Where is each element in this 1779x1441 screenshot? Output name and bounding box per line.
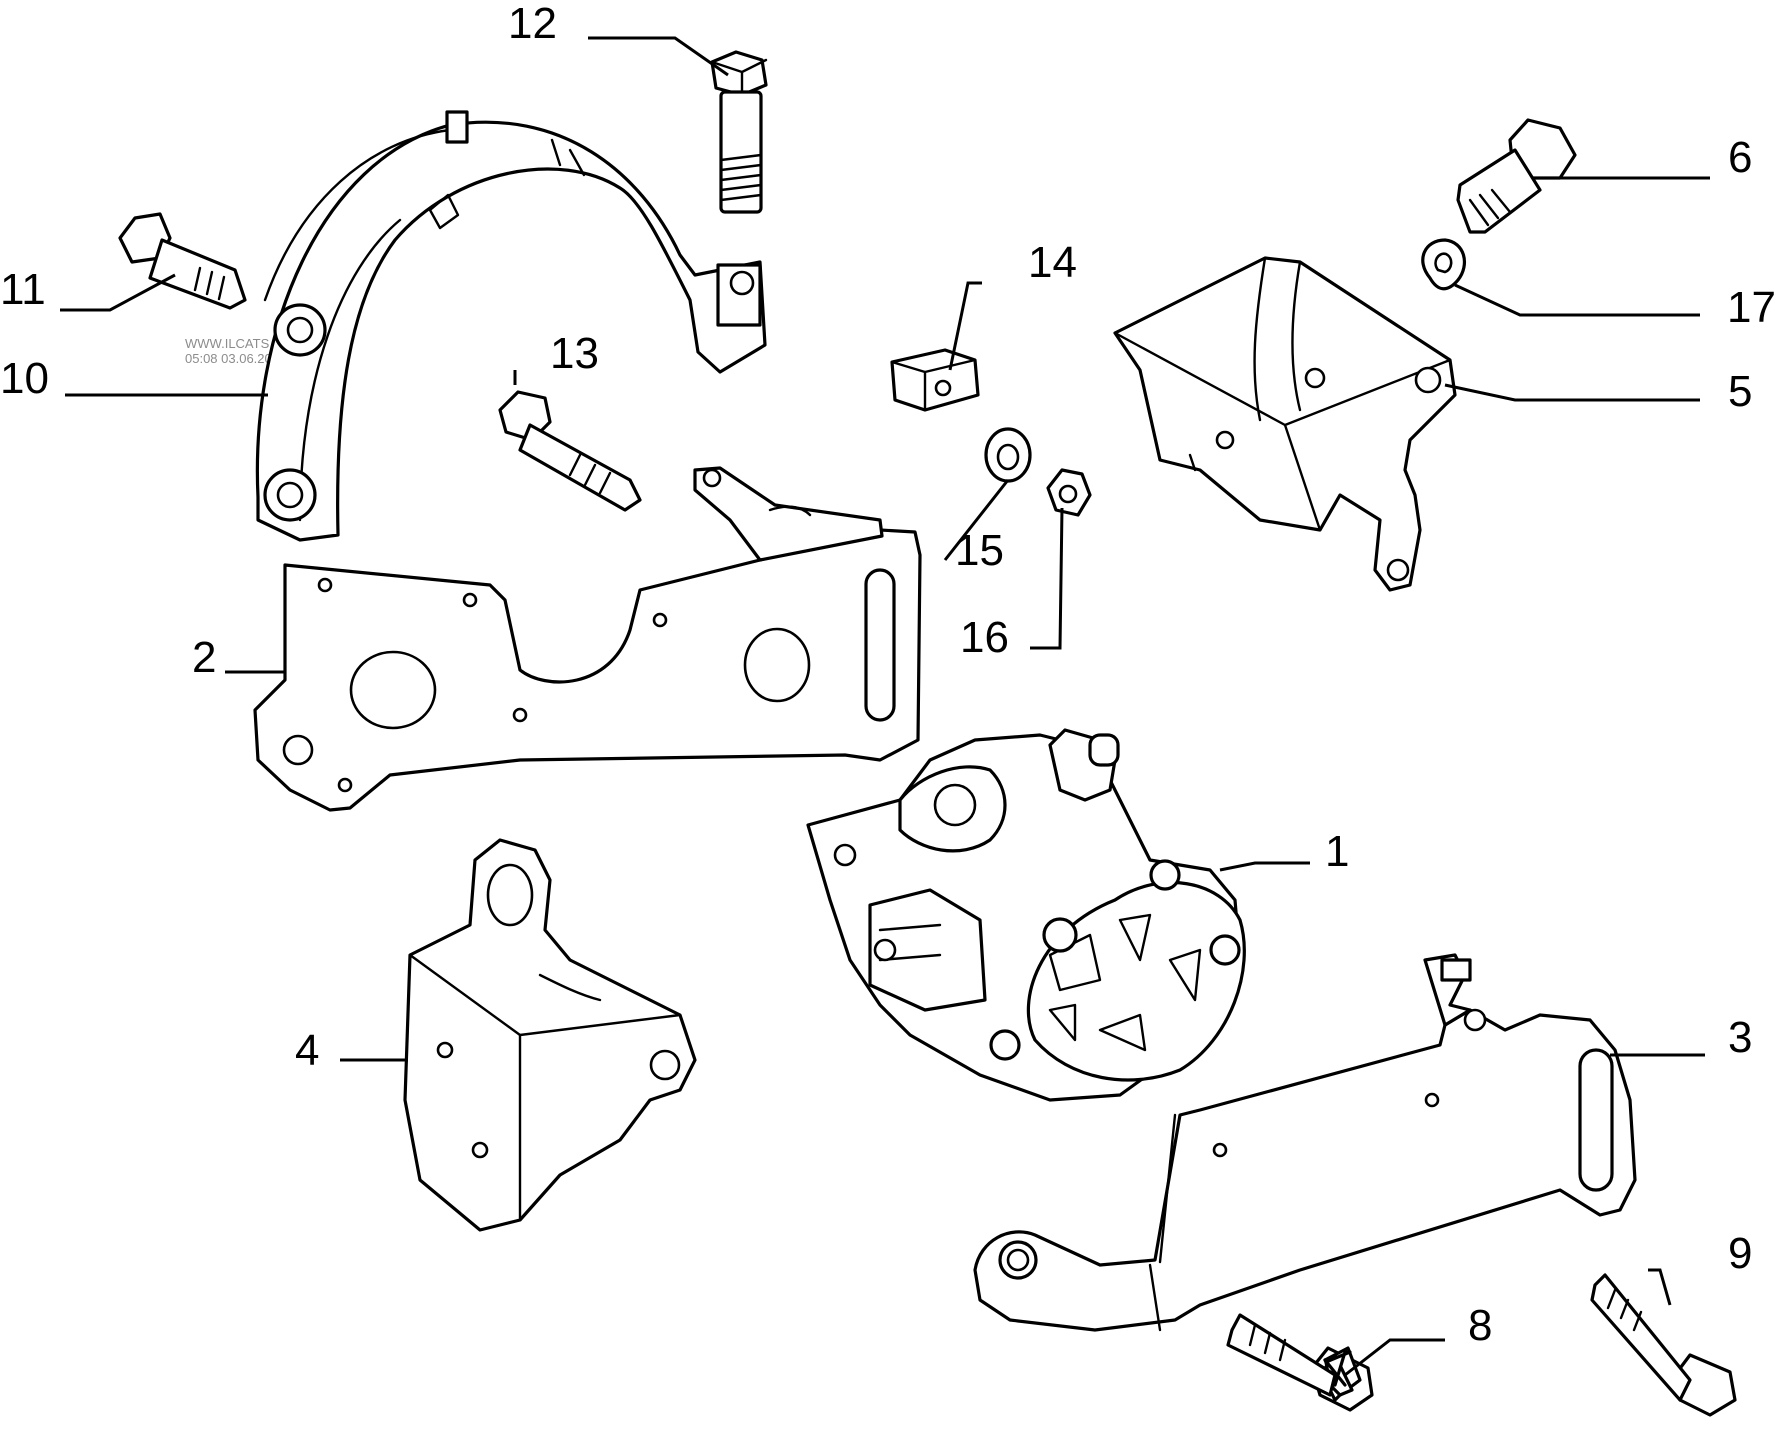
- part-13-bolt[interactable]: [498, 390, 642, 512]
- watermark-site: WWW.ILCATS.RU: [185, 336, 292, 351]
- part-11-bolt[interactable]: [118, 212, 247, 310]
- leader-9: [1648, 1268, 1672, 1306]
- callout-3: 3: [1728, 1013, 1752, 1062]
- leader-5: [1444, 383, 1700, 402]
- callout-8: 8: [1468, 1301, 1492, 1350]
- leader-lines: [60, 36, 1710, 1377]
- part-5-upper-bracket[interactable]: [1113, 256, 1457, 592]
- leader-8: [1344, 1338, 1445, 1377]
- part-1-pump[interactable]: [806, 728, 1246, 1102]
- callout-4: 4: [295, 1026, 319, 1075]
- watermark-timestamp: 05:08 03.06.2026: [185, 351, 286, 366]
- part-15-washer[interactable]: [984, 427, 1032, 483]
- callout-12: 12: [508, 0, 557, 48]
- part-2-mounting-plate[interactable]: [253, 466, 922, 812]
- part-4-lower-bracket[interactable]: [403, 838, 697, 1232]
- callout-13: 13: [550, 329, 599, 378]
- callout-15: 15: [955, 526, 1004, 575]
- callout-1: 1: [1325, 827, 1349, 876]
- callout-5: 5: [1728, 367, 1752, 416]
- leader-1: [1219, 861, 1310, 872]
- callout-6: 6: [1728, 133, 1752, 182]
- part-16-nut[interactable]: [1046, 468, 1092, 517]
- leader-16: [1030, 507, 1064, 650]
- leader-14: [948, 281, 982, 371]
- leader-17: [1454, 283, 1700, 317]
- callout-14: 14: [1028, 238, 1077, 287]
- part-14-block[interactable]: [890, 348, 980, 412]
- part-8-bolt[interactable]: [1226, 1313, 1374, 1412]
- callout-9: 9: [1728, 1229, 1752, 1278]
- part-9-bolt[interactable]: [1590, 1273, 1737, 1417]
- callout-2: 2: [192, 633, 216, 682]
- part-12-bolt[interactable]: [710, 50, 768, 214]
- part-3-long-bracket[interactable]: [973, 953, 1637, 1332]
- callout-17: 17: [1727, 283, 1776, 332]
- leader-11: [60, 273, 176, 312]
- part-17-clip[interactable]: [1421, 238, 1467, 291]
- callout-11: 11: [0, 265, 46, 314]
- leader-15: [943, 479, 1010, 561]
- callout-10: 10: [0, 354, 49, 403]
- part-10-belt-guard[interactable]: [255, 110, 767, 542]
- part-6-bolt[interactable]: [1456, 118, 1577, 234]
- callout-16: 16: [960, 613, 1009, 662]
- leader-12: [588, 36, 729, 77]
